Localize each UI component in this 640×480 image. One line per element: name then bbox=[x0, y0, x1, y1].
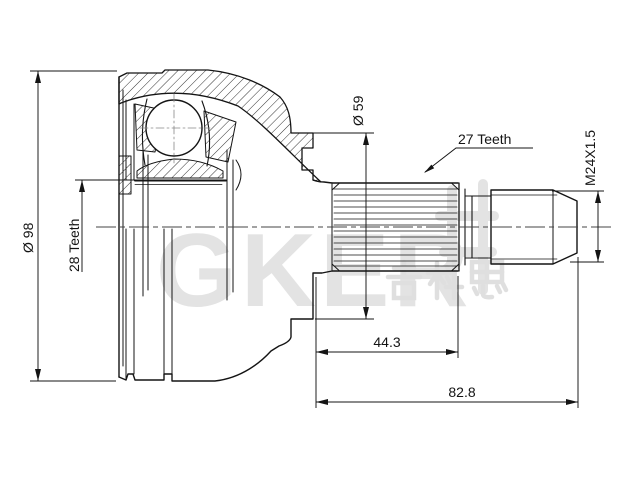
snap-ring-section bbox=[118, 155, 132, 195]
cv-joint-body bbox=[118, 69, 578, 382]
dim-thread-spec-label: M24X1.5 bbox=[582, 130, 598, 186]
watermark-cjk-char-3 bbox=[469, 259, 509, 300]
dimensions: Ø 98 28 Teeth Ø 59 2 bbox=[20, 70, 604, 408]
inner-race-section-bottom bbox=[136, 158, 224, 179]
watermark-cjk-char-2 bbox=[425, 258, 465, 301]
dim-spline-length: 44.3 bbox=[315, 276, 459, 408]
shaft-neck-top bbox=[312, 179, 333, 184]
dim-spline-length-label: 44.3 bbox=[373, 334, 400, 350]
ball-center-marks bbox=[139, 93, 211, 164]
interior-edges-top bbox=[125, 99, 234, 301]
dim-boss-diameter-label: Ø 59 bbox=[350, 95, 366, 126]
dim-shaft-spline-teeth-label: 27 Teeth bbox=[458, 131, 511, 147]
cage-arc-right bbox=[201, 100, 211, 167]
spline-teeth-lines bbox=[333, 188, 458, 267]
watermark-cjk-char-1 bbox=[385, 259, 423, 301]
cage-arc-back bbox=[235, 159, 242, 191]
dim-inner-spline-teeth: 28 Teeth bbox=[66, 179, 135, 272]
dim-shaft-spline-teeth: 27 Teeth bbox=[424, 131, 533, 173]
outer-race-section-top bbox=[118, 69, 322, 183]
dim-inner-spline-teeth-label: 28 Teeth bbox=[66, 219, 82, 272]
spline-chamfers bbox=[331, 183, 460, 271]
watermark-cjk-characters bbox=[385, 258, 509, 301]
dim-boss-diameter: Ø 59 bbox=[313, 95, 374, 320]
watermark: GKER bbox=[156, 179, 509, 329]
shaft-spline bbox=[331, 182, 460, 272]
dim-overall-shaft-length-label: 82.8 bbox=[448, 384, 475, 400]
inner-race-section-right bbox=[203, 110, 237, 163]
dim-outer-diameter-label: Ø 98 bbox=[20, 222, 36, 253]
dim-thread-spec: M24X1.5 bbox=[552, 130, 604, 263]
dim-overall-shaft-length: 82.8 bbox=[316, 257, 579, 408]
threaded-end bbox=[490, 189, 578, 265]
dim-outer-diameter: Ø 98 bbox=[20, 70, 117, 382]
cage-arc-left bbox=[141, 98, 148, 166]
interior-edges-bottom bbox=[125, 228, 173, 382]
